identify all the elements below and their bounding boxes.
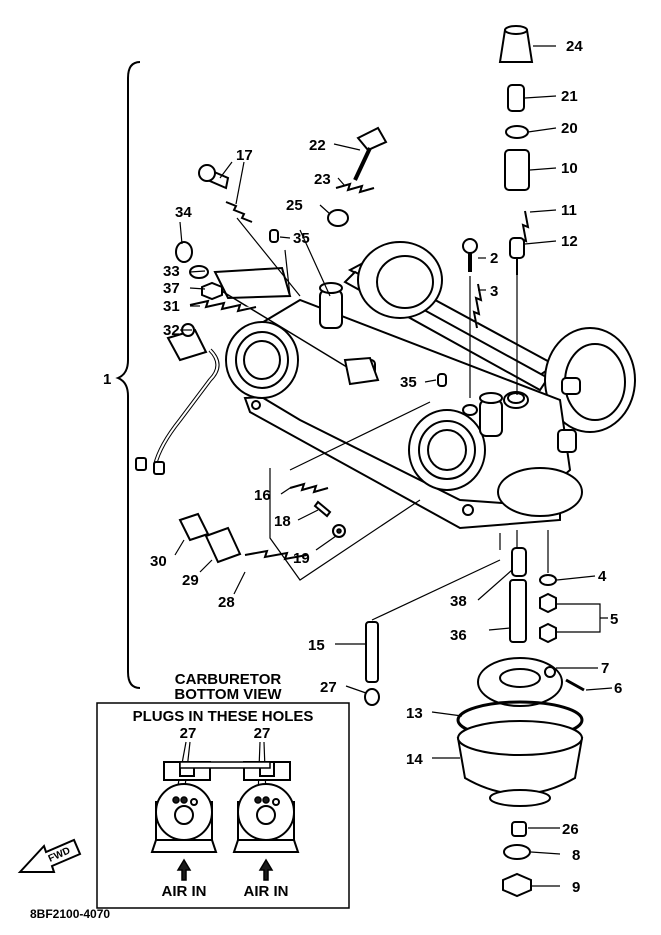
- air-in-arrow-left: [176, 858, 192, 881]
- needle-jet-36: [509, 579, 527, 643]
- callout-12: 12: [561, 233, 578, 250]
- callout-9: 9: [572, 879, 580, 896]
- callout-14: 14: [406, 751, 423, 768]
- air-in-arrow-right: [258, 858, 274, 881]
- pin-6: [565, 678, 585, 692]
- callout-31: 31: [163, 298, 180, 315]
- part-21: [507, 84, 525, 112]
- callout-38: 38: [450, 593, 467, 610]
- inset-title-line1: CARBURETOR: [175, 671, 282, 688]
- callout-37: 37: [163, 280, 180, 297]
- leader-lines: [174, 45, 613, 887]
- carburetor-body: [225, 241, 636, 530]
- screw-2: [462, 238, 478, 254]
- float-7: [477, 657, 563, 707]
- pin-18: [313, 500, 332, 518]
- sleeve-30: [178, 512, 210, 542]
- callout-4: 4: [598, 568, 607, 585]
- callout-19: 19: [293, 550, 310, 567]
- bottom-view-inset: CARBURETOR BOTTOM VIEW PLUGS IN THESE HO…: [96, 671, 350, 909]
- nut-37: [201, 281, 223, 301]
- callout-16: 16: [254, 487, 271, 504]
- air-in-label-left: AIR IN: [162, 883, 207, 900]
- callout-10: 10: [561, 160, 578, 177]
- inset-title-line2: BOTTOM VIEW: [174, 686, 282, 703]
- float-bowl-14: [456, 720, 584, 807]
- washer-20: [505, 125, 529, 139]
- callout-27: 27: [320, 679, 337, 696]
- callout-33: 33: [163, 263, 180, 280]
- callout-21: 21: [561, 88, 578, 105]
- callout-7: 7: [601, 660, 609, 677]
- washer-8: [503, 844, 531, 860]
- inset-box: [96, 702, 350, 909]
- plug-35-lower: [437, 373, 447, 387]
- inset-box-heading: PLUGS IN THESE HOLES: [133, 708, 314, 725]
- callout-3: 3: [490, 283, 498, 300]
- spring-16: [289, 482, 329, 494]
- part-10: [504, 149, 530, 191]
- callout-5: 5: [610, 611, 618, 628]
- callout-18: 18: [274, 513, 291, 530]
- starter-plunger-32: [135, 323, 220, 475]
- callout-22: 22: [309, 137, 326, 154]
- part-12: [509, 237, 525, 259]
- callout-23: 23: [314, 171, 331, 188]
- callout-13: 13: [406, 705, 423, 722]
- callout-36: 36: [450, 627, 467, 644]
- inset-callout-27-right: 27: [254, 725, 271, 742]
- callout-34: 34: [175, 204, 192, 221]
- callout-8: 8: [572, 847, 580, 864]
- callout-15: 15: [308, 637, 325, 654]
- spring-23: [335, 182, 375, 194]
- needle-15: [365, 621, 379, 683]
- callout-26: 26: [562, 821, 579, 838]
- spring-3: [472, 283, 483, 329]
- air-in-label-right: AIR IN: [244, 883, 289, 900]
- callout-6: 6: [614, 680, 622, 697]
- assembly-bracket: [115, 61, 141, 689]
- inset-callout-27-left: 27: [180, 725, 197, 742]
- callout-29: 29: [182, 572, 199, 589]
- part-number: 8BF2100-4070: [30, 907, 110, 921]
- callout-28: 28: [218, 594, 235, 611]
- callout-2: 2: [490, 250, 498, 267]
- pilot-screw-22: [353, 126, 388, 181]
- cap-25: [327, 209, 349, 227]
- callout-32: 32: [163, 322, 180, 339]
- screw-17: [198, 164, 253, 223]
- callout-30: 30: [150, 553, 167, 570]
- spring-28: [244, 549, 308, 561]
- callout-17: 17: [236, 147, 253, 164]
- callout-35b: 35: [400, 374, 417, 391]
- cylinder-29: [204, 526, 242, 564]
- inset-carb-left: [150, 761, 218, 853]
- washer-4: [539, 574, 557, 586]
- inset-carb-right: [232, 761, 300, 853]
- callout-11: 11: [561, 202, 577, 219]
- fwd-arrow: FWD: [17, 838, 82, 873]
- callout-1: 1: [103, 371, 111, 388]
- bolt-26: [511, 821, 527, 837]
- callout-25: 25: [286, 197, 303, 214]
- spring-31: [189, 299, 257, 313]
- callout-20: 20: [561, 120, 578, 137]
- plug-35-upper: [269, 229, 279, 243]
- callout-24: 24: [566, 38, 583, 55]
- part-38: [511, 547, 527, 577]
- drain-plug-9: [502, 872, 532, 898]
- jet-5b: [539, 622, 557, 644]
- cap-34: [175, 241, 193, 263]
- plug-27: [364, 688, 380, 706]
- callout-35a: 35: [293, 230, 310, 247]
- jet-5a: [539, 592, 557, 614]
